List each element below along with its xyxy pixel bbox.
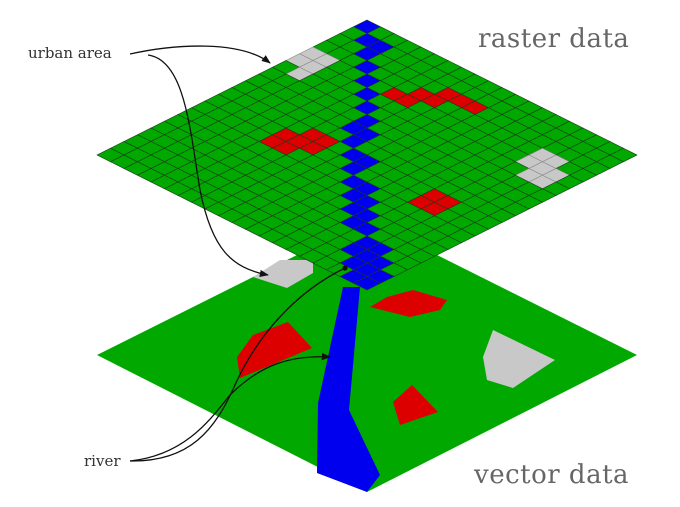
callout-arrows [129,45,348,462]
vector-urban-polygon [253,260,313,288]
river-arrow-raster [129,267,346,462]
raster-data-title: raster data [478,24,630,54]
vector-river-polygon [317,287,380,492]
vector-data-layer [97,220,637,492]
urban-arrow-vector [147,54,269,278]
river-arrow-vector [129,352,331,462]
raster-data-layer [96,19,638,291]
river-arrow-dot [342,265,348,271]
vector-built-polygon [370,290,447,317]
vector-built-polygon [237,322,312,378]
river-label: river [84,452,121,470]
urban-arrow-raster [129,45,271,64]
raster-cell-water [352,276,382,291]
vector-land-plane [97,220,637,492]
vector-data-title: vector data [474,460,630,490]
vector-built-polygon [393,385,438,425]
urban-area-label: urban area [28,44,112,62]
vector-urban-polygon [483,330,555,388]
